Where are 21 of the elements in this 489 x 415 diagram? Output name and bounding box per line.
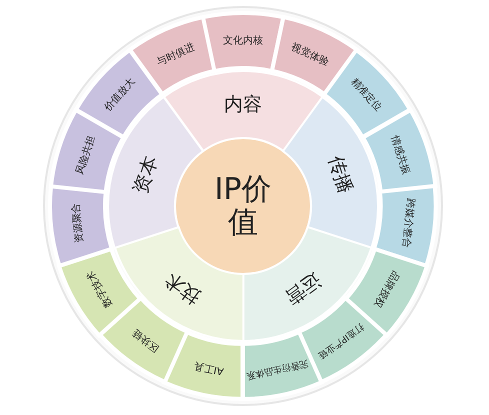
segment-label: AI工具 <box>192 359 224 376</box>
sector-label: 传播 <box>324 153 356 196</box>
segment-label: 文化内核 <box>222 35 263 46</box>
segment-label: 风险共担 <box>74 134 97 176</box>
segment-label: 与时俱进 <box>155 42 196 68</box>
sector-label: 技术 <box>162 268 205 308</box>
segment-label: 打造IP产业链 <box>316 320 365 360</box>
segment-label: 完善衍生品体系 <box>246 356 310 380</box>
segment-label: 精准定位 <box>348 76 384 114</box>
segment-label: 视觉体验 <box>290 42 331 68</box>
segment-label: 情感共振 <box>388 134 412 176</box>
segment-label: 品牌授权 <box>372 268 402 309</box>
sector-label: 资本 <box>130 153 162 196</box>
segment-label: 区块链 <box>130 326 162 354</box>
segment-label: 价值放大 <box>102 76 138 114</box>
segment-label: 数字技术 <box>84 268 114 309</box>
segment-label: 跨媒介整合 <box>400 198 416 249</box>
segment-label: 资源聚合 <box>70 202 86 244</box>
sector-label: 内容 <box>224 94 262 115</box>
sector-label: 运营 <box>281 268 324 308</box>
center-label: IP价值 <box>214 173 272 239</box>
